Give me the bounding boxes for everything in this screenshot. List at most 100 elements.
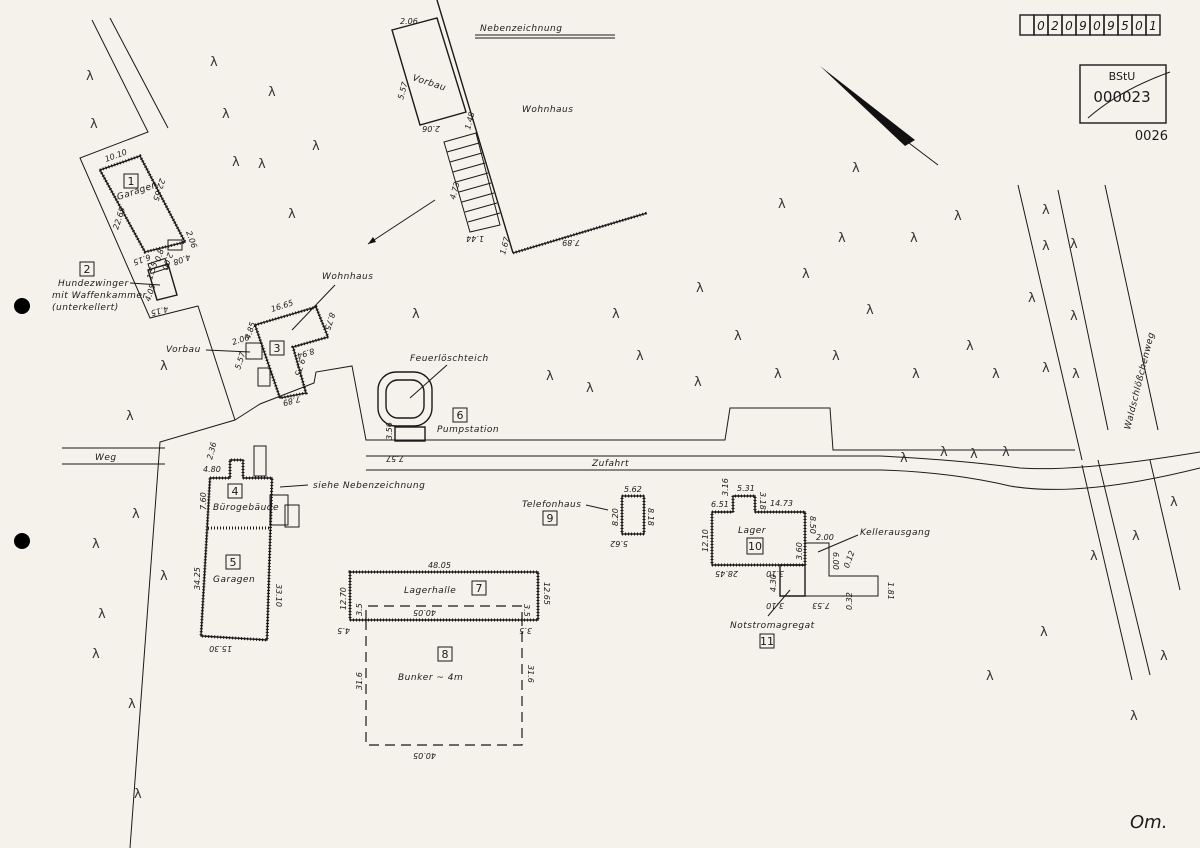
building-label: Lager [738, 526, 767, 536]
tree-icon: λ [1042, 239, 1050, 254]
file-number-digit: 9 [1079, 19, 1087, 33]
tree-icon: λ [1040, 625, 1048, 640]
tree-icon: λ [992, 367, 1000, 382]
dim: 6.00 [831, 552, 840, 570]
tree-icon: λ [954, 209, 962, 224]
tree-icon: λ [1070, 237, 1078, 252]
dim: 7.89 [282, 394, 302, 407]
dim: 3.56 [385, 422, 394, 440]
dim: 7.89 [562, 238, 580, 247]
building-label: (unterkellert) [52, 303, 119, 313]
file-number-digit: 1 [1149, 19, 1157, 33]
dim: 14.73 [770, 499, 793, 508]
dim: 2.06 [400, 17, 418, 26]
dim: 22.65 [111, 206, 127, 231]
building-2-hundezwinger: 2 Hundezwinger mit Waffenkammer (unterke… [52, 248, 178, 317]
tree-icon: λ [1160, 649, 1168, 664]
file-number-digit: 0 [1093, 19, 1101, 33]
file-number-digit: 5 [1121, 19, 1129, 33]
dim: 15.30 [209, 644, 232, 653]
dim: 8.20 [611, 508, 620, 526]
dim: 1.67 [498, 235, 512, 255]
dim: 12.65 [542, 582, 551, 605]
file-number-digit: 2 [1051, 19, 1059, 33]
tree-icon: λ [1042, 203, 1050, 218]
file-number-digit: 9 [1107, 19, 1115, 33]
dim: 8.18 [646, 508, 655, 526]
tree-icon: λ [1090, 549, 1098, 564]
dim: 31.6 [355, 672, 364, 690]
file-number-cell [1145, 14, 1161, 36]
page-number: 0026 [1135, 129, 1168, 144]
stamp-org: BStU [1109, 70, 1136, 83]
dim: 34.25 [193, 567, 202, 590]
tree-icon: λ [258, 157, 266, 172]
dim: 40.05 [413, 751, 436, 760]
dim: 3.10 [766, 601, 784, 610]
tree-icon: λ [86, 69, 94, 84]
tree-icon: λ [232, 155, 240, 170]
building-label: Hundezwinger [58, 279, 129, 289]
dim: 5.31 [737, 484, 755, 493]
dim: 0.8 [153, 248, 165, 263]
file-number-digit: 0 [1037, 19, 1045, 33]
dim: 7.53 [812, 601, 830, 610]
tree-icon: λ [986, 669, 994, 684]
dim: 12.10 [701, 529, 710, 552]
dim: 5.57 [396, 80, 410, 100]
tree-icon: λ [546, 369, 554, 384]
tree-icon: λ [586, 381, 594, 396]
building-3-wohnhaus: 3 Wohnhaus Vorbau 16.65 4.85 2.06 5.57 8… [166, 272, 373, 407]
detail-porch-label: Vorbau [411, 73, 447, 93]
tree-icon: λ [134, 787, 142, 802]
dim: 4.73 [448, 181, 461, 201]
building-10-lager: 10 Lager 6.51 3.16 5.31 3.18 14.73 12.10… [701, 478, 879, 597]
tree-icon: λ [1130, 709, 1138, 724]
building-4-5: 4 Bürogebäude siehe Nebenzeichnung 4.80 … [193, 441, 425, 653]
tree-icon: λ [1002, 445, 1010, 460]
building-8-bunker: 8 Bunker ~ 4m 4.5 3.5 31.6 31.6 40.05 [337, 605, 535, 760]
building-6-pumpstation: Feuerlöschteich 6 Pumpstation 3.56 7.57 [377, 354, 499, 463]
property-boundary [79, 19, 236, 848]
dim: 5.62 [610, 539, 628, 548]
building-label: Bunker ~ 4m [398, 673, 463, 683]
tree-icon: λ [412, 307, 420, 322]
dim: 7.60 [199, 492, 208, 510]
dim: 3.60 [795, 542, 804, 560]
north-arrow-icon [820, 66, 915, 146]
tree-icon: λ [126, 409, 134, 424]
dim: 2.36 [205, 441, 218, 461]
dim: 5.62 [624, 485, 642, 494]
dim: 2.06 [184, 230, 199, 250]
dim: 12.70 [339, 587, 348, 610]
detail-building-label: Wohnhaus [522, 105, 573, 115]
punch-hole [14, 298, 30, 314]
dim: 1.81 [886, 582, 895, 600]
building-number: 9 [547, 512, 554, 525]
bstu-stamp: BStU 000023 [1079, 64, 1171, 124]
dim: 3.10 [766, 569, 784, 578]
drawing-title: Nebenzeichnung [480, 24, 562, 34]
tree-icon: λ [866, 303, 874, 318]
dim: 6.51 [711, 500, 729, 509]
tree-icon: λ [694, 375, 702, 390]
dim: 3.16 [721, 478, 730, 496]
dim: 1.48 [463, 111, 476, 131]
file-number-digit: 0 [1135, 19, 1143, 33]
file-number-cell [1019, 14, 1035, 36]
tree-icon: λ [268, 85, 276, 100]
building-label: Pumpstation [437, 425, 499, 435]
path-label: Weg [95, 453, 117, 463]
tree-icon: λ [832, 349, 840, 364]
tree-icon: λ [734, 329, 742, 344]
dim: 3.5 [355, 603, 364, 616]
dim: 1.44 [466, 234, 484, 243]
building-label: Bürogebäude [213, 503, 279, 513]
tree-icon: λ [802, 267, 810, 282]
dim: 3.18 [758, 492, 767, 510]
tree-icon: λ [222, 107, 230, 122]
tree-icon: λ [910, 231, 918, 246]
dim: 8.75 [323, 311, 337, 331]
tree-icon: λ [774, 367, 782, 382]
